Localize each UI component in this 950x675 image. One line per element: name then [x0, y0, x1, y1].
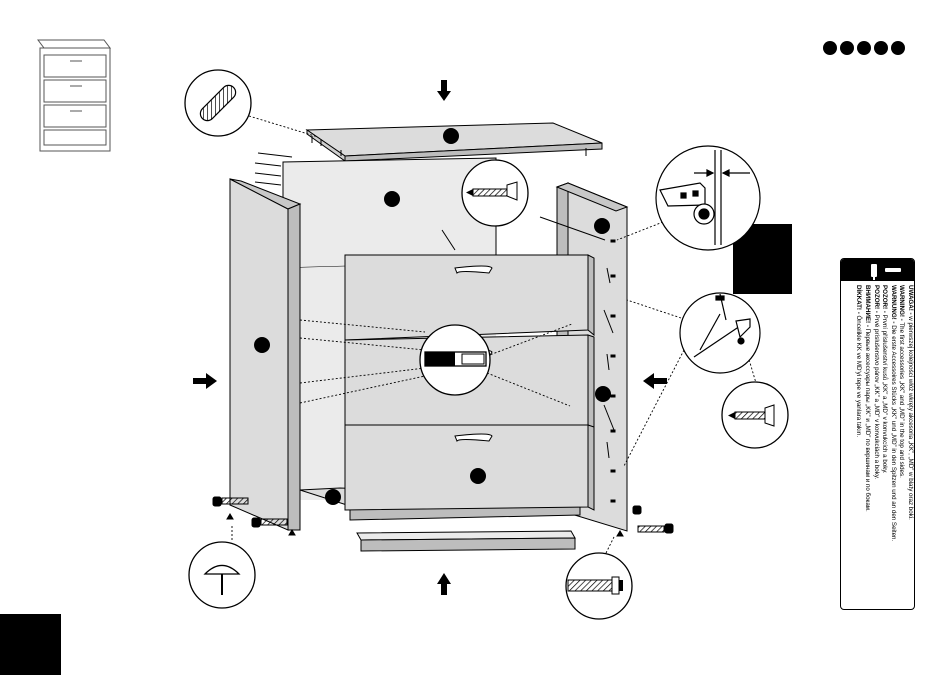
left-side-panel: [229, 178, 302, 531]
bolt-detail-callout: [565, 552, 633, 620]
warning-text: Öncelikle KK ve MD'yi tepe ve yanlara ta…: [855, 313, 863, 438]
foot-glide-detail-callout: [188, 541, 256, 609]
dowel-end-detail-callout: [419, 324, 491, 396]
step-dot: [857, 41, 871, 55]
tool-icon: [871, 264, 901, 280]
dresser-thumbnail-icon: [37, 39, 111, 152]
warning-line: ВНИМАНИЕ! - Первые аксессуары пары „KK” …: [862, 281, 872, 609]
arrow-up-icon: [437, 573, 451, 595]
warning-label: DİKKAT! -: [855, 285, 863, 314]
page-marker-block: [0, 614, 61, 675]
arrow-down-icon: [437, 80, 451, 101]
warning-line: UWAGA! - w pierwszej kolejności włóż wkr…: [905, 281, 914, 609]
warning-label: WARNING! -: [898, 285, 906, 321]
warning-header: [841, 259, 914, 281]
drawer-top: [344, 254, 595, 341]
cam-lock-detail-callout: [655, 145, 761, 251]
warning-label: WARNUNG! -: [889, 285, 897, 324]
warning-line: POZOR! - Prvé príslušenstvo párov „KK” a…: [871, 281, 880, 609]
step-dot: [874, 41, 888, 55]
small-screw-detail-callout: [721, 381, 789, 449]
dowel-detail-callout: [184, 69, 252, 137]
part-markers: [254, 128, 611, 505]
screw-icon: [466, 181, 518, 201]
arrow-right-icon: [193, 373, 217, 389]
warning-label: POZOR! -: [872, 285, 880, 313]
warning-line: WARNUNG! - Die erste Accessoires Stücks …: [888, 281, 897, 609]
warning-label: POZOR! -: [881, 285, 889, 313]
foot-glide-icon: [203, 564, 241, 595]
warning-line: WARNING! - The first accessories „KK” an…: [897, 281, 906, 609]
warning-text: První příslušenství kusů „KK” a „MD” v k…: [881, 312, 889, 474]
step-dot: [891, 41, 905, 55]
cam-lock-icon: [659, 182, 715, 225]
screw-detail-callout: [461, 159, 529, 227]
arrow-left-icon: [643, 373, 667, 389]
step-dot: [823, 41, 837, 55]
multilingual-warning-panel: UWAGA! - w pierwszej kolejności włóż wkr…: [840, 258, 915, 610]
warning-text: The first accessories „KK” and „MD” in t…: [898, 320, 906, 478]
runner-detail-callout: [679, 292, 761, 374]
bolt-icon: [567, 576, 623, 595]
drawer-bottom: [344, 424, 595, 511]
warning-label: UWAGA! -: [907, 285, 914, 315]
dowel-icon: [199, 84, 237, 122]
warning-line: POZOR! - První příslušenství kusů „KK” a…: [880, 281, 889, 609]
step-dot: [840, 41, 854, 55]
warning-text: Первые аксессуары пары „KK” и „MD” по ве…: [864, 326, 872, 512]
warning-text-block: UWAGA! - w pierwszej kolejności włóż wkr…: [841, 281, 914, 609]
warning-line: DİKKAT! - Öncelikle KK ve MD'yi tepe ve …: [854, 281, 863, 609]
warning-text: Die erste Accessoires Stücks „KK” und „M…: [889, 323, 897, 542]
warning-label: ВНИМАНИЕ! -: [864, 285, 872, 327]
plinth-bar: [356, 530, 576, 552]
warning-text: w pierwszej kolejności włóż wkręty akces…: [907, 314, 914, 520]
warning-text: Prvé príslušenstvo párov „KK” a „MD” v k…: [872, 312, 880, 480]
loose-fasteners: [212, 152, 674, 537]
